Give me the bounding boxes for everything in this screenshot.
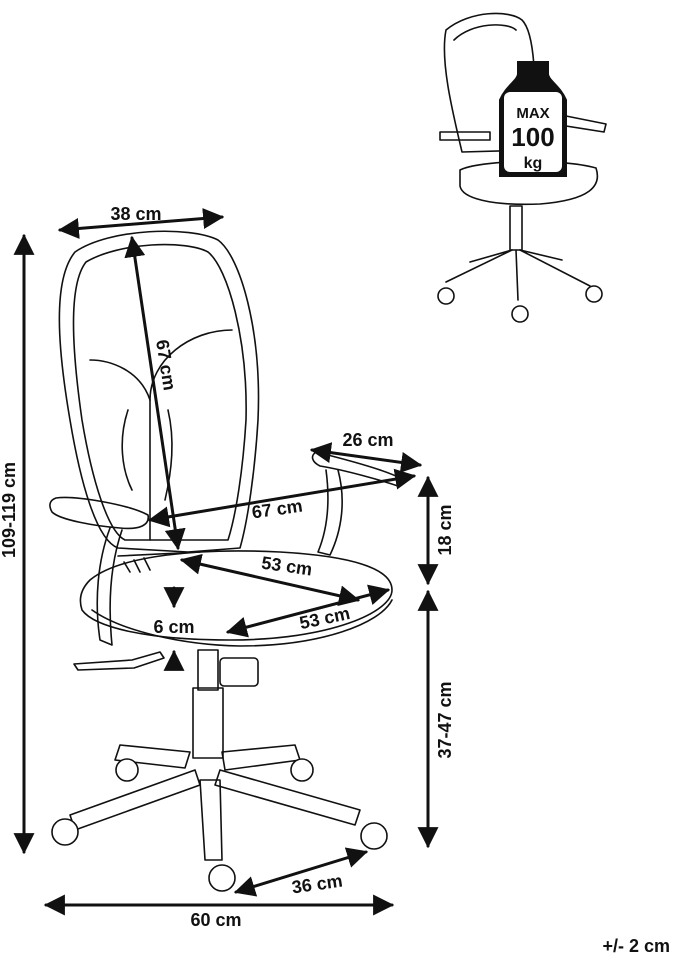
max-load-weight-icon: MAX 100 kg xyxy=(499,61,567,177)
seat-depth-label: 53 cm xyxy=(260,553,313,580)
back-height-label: 67 cm xyxy=(152,338,180,392)
base-width-label: 60 cm xyxy=(190,910,241,930)
armrest-length-label: 26 cm xyxy=(342,430,393,450)
tolerance-note: +/- 2 cm xyxy=(602,936,670,956)
seat-thickness-label: 6 cm xyxy=(153,617,194,637)
max-load-line3: kg xyxy=(524,155,543,172)
small-chair-illustration: MAX 100 kg xyxy=(437,12,607,323)
max-load-line1: MAX xyxy=(516,105,549,122)
armrest-height-label: 18 cm xyxy=(435,504,455,555)
seat-height-label: 37-47 cm xyxy=(435,681,455,758)
total-height-label: 109-119 cm xyxy=(0,462,19,558)
seat-width-label: 53 cm xyxy=(298,603,352,633)
max-load-line2: 100 xyxy=(511,122,554,152)
back-width-label: 38 cm xyxy=(110,204,161,224)
dimension-lines xyxy=(13,208,439,916)
diagonal-label: 67 cm xyxy=(250,496,303,523)
main-chair-illustration xyxy=(49,230,401,892)
caster-span-label: 36 cm xyxy=(290,871,343,898)
